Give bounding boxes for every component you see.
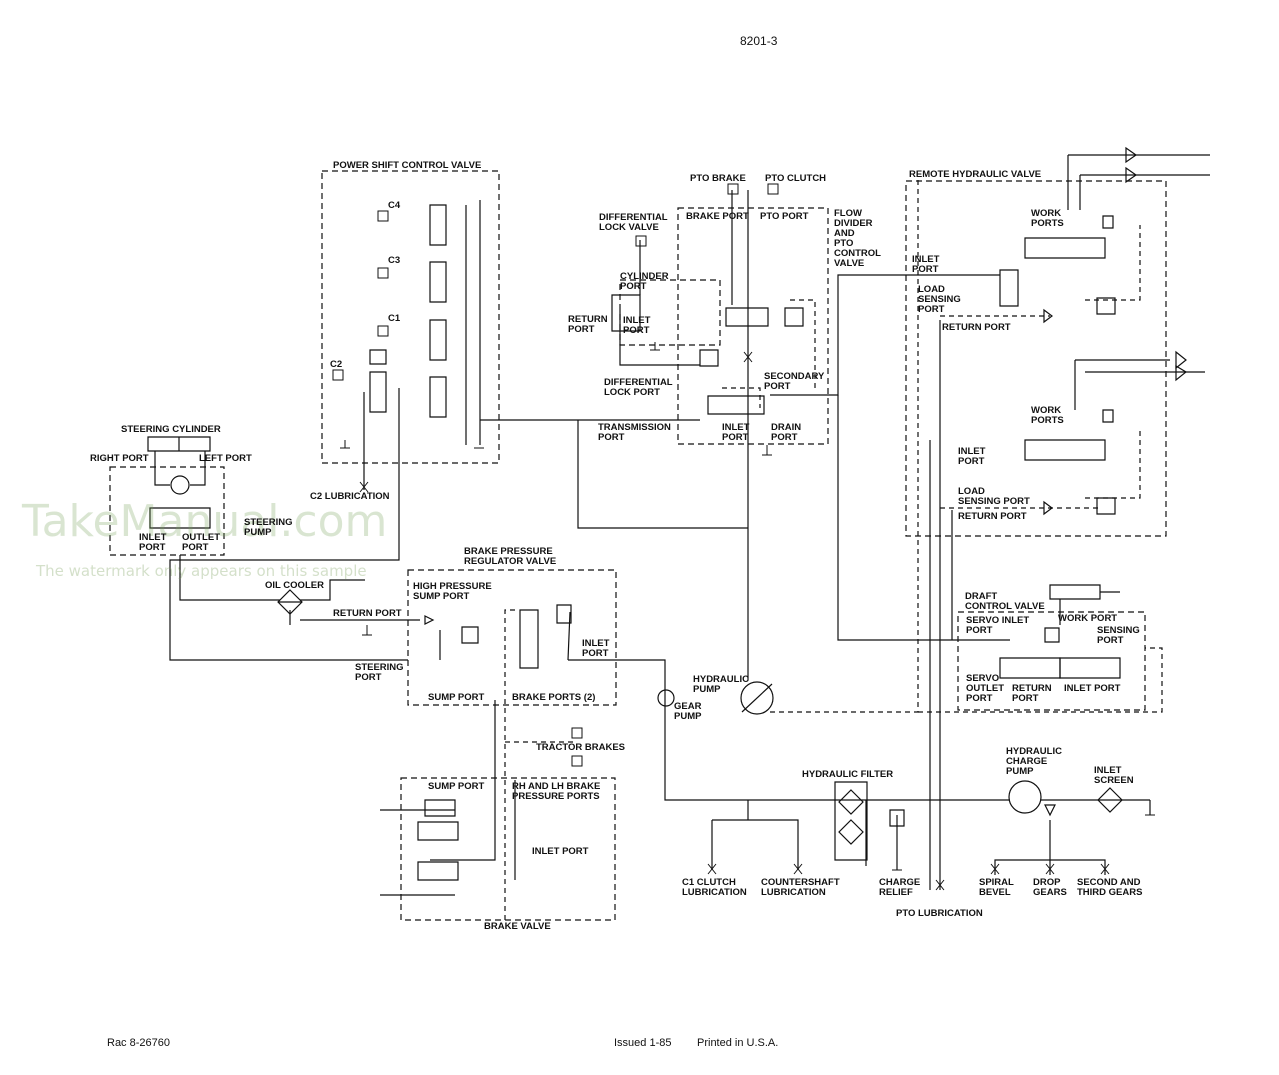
label-sump-port-bp: SUMP PORT <box>428 692 485 703</box>
label-c1-clutch-lubrication: C1 CLUTCH LUBRICATION <box>682 877 747 898</box>
label-oil-cooler: OIL COOLER <box>265 580 324 591</box>
label-steering-port: STEERING PORT <box>355 662 404 683</box>
tank-symbols <box>340 342 1155 870</box>
label-tractor-brakes: TRACTOR BRAKES <box>536 742 626 753</box>
label-differential-lock-valve: DIFFERENTIAL LOCK VALVE <box>599 212 668 233</box>
label-work-ports-1: WORK PORTS <box>1031 208 1064 229</box>
oil-cooler <box>278 590 302 614</box>
inlet-screen <box>1098 788 1122 812</box>
label-secondary-port: SECONDARY PORT <box>764 371 825 392</box>
label-steering-pump: STEERING PUMP <box>244 517 293 538</box>
label-sump-port-bv: SUMP PORT <box>428 781 485 792</box>
pumps <box>658 682 1041 813</box>
label-load-sensing-port-2: LOAD SENSING PORT <box>958 486 1030 507</box>
label-brake-port: BRAKE PORT <box>686 211 749 222</box>
doc-number: 8201-3 <box>740 34 778 48</box>
footer-printed: Printed in U.S.A. <box>697 1037 779 1049</box>
gear-pump <box>658 690 674 706</box>
main-lines <box>170 155 1210 895</box>
label-pto-brake: PTO BRAKE <box>690 173 746 184</box>
label-drain-port: DRAIN PORT <box>771 422 802 443</box>
differential-lock-box <box>620 280 720 345</box>
label-flow-divider: FLOW DIVIDER AND PTO CONTROL VALVE <box>834 208 881 269</box>
gauges <box>333 184 778 766</box>
label-inlet-port-dl: INLET PORT <box>623 315 651 336</box>
label-inlet-screen: INLET SCREEN <box>1094 765 1134 786</box>
label-c4: C4 <box>388 200 401 211</box>
label-brake-ports-2: BRAKE PORTS (2) <box>512 692 596 703</box>
label-rh-lh-brake: RH AND LH BRAKE PRESSURE PORTS <box>512 781 601 802</box>
label-remote-hydraulic-valve: REMOTE HYDRAULIC VALVE <box>909 169 1042 180</box>
label-second-third-gears: SECOND AND THIRD GEARS <box>1077 877 1143 898</box>
label-gear-pump: GEAR PUMP <box>674 701 702 722</box>
label-right-port: RIGHT PORT <box>90 453 149 464</box>
label-inlet-port-fd: INLET PORT <box>722 422 750 443</box>
check-valves <box>425 148 1186 815</box>
watermark-note: The watermark only appears on this sampl… <box>36 562 367 580</box>
lubrication-orifices <box>360 352 1109 890</box>
label-inlet-port-rh2: INLET PORT <box>958 446 986 467</box>
label-inlet-port-steer: INLET PORT <box>139 532 167 553</box>
label-c3: C3 <box>388 255 401 266</box>
label-drop-gears: DROP GEARS <box>1033 877 1067 898</box>
label-return-port-dc: RETURN PORT <box>1012 683 1052 704</box>
label-power-shift-control-valve: POWER SHIFT CONTROL VALVE <box>333 160 482 171</box>
filters <box>278 590 1122 860</box>
label-draft-control-valve: DRAFT CONTROL VALVE <box>965 591 1045 612</box>
label-c1: C1 <box>388 313 401 324</box>
hydraulic-filter <box>835 782 867 860</box>
steering-cylinder <box>148 437 210 494</box>
label-hydraulic-charge-pump: HYDRAULIC CHARGE PUMP <box>1006 746 1062 777</box>
label-outlet-port-steer: OUTLET PORT <box>182 532 220 553</box>
label-inlet-port-rh1: INLET PORT <box>912 254 940 275</box>
label-pto-clutch: PTO CLUTCH <box>765 173 827 184</box>
label-return-port-rh1: RETURN PORT <box>942 322 1011 333</box>
valve-stacks <box>150 205 1120 880</box>
label-work-ports-2: WORK PORTS <box>1031 405 1064 426</box>
label-return-port-dl: RETURN PORT <box>568 314 608 335</box>
label-brake-pressure-regulator-valve: BRAKE PRESSURE REGULATOR VALVE <box>464 546 557 567</box>
label-transmission-port: TRANSMISSION PORT <box>598 422 671 443</box>
charge-pump <box>1009 781 1041 813</box>
footer-issued: Issued 1-85 <box>614 1037 672 1049</box>
label-return-port-rh2: RETURN PORT <box>958 511 1027 522</box>
label-inlet-port-dc: INLET PORT <box>1064 683 1121 694</box>
label-high-pressure-sump-port: HIGH PRESSURE SUMP PORT <box>413 581 492 602</box>
label-countershaft-lubrication: COUNTERSHAFT LUBRICATION <box>761 877 840 898</box>
label-return-port-bp: RETURN PORT <box>333 608 402 619</box>
label-differential-lock-port: DIFFERENTIAL LOCK PORT <box>604 377 673 398</box>
footer-left: Rac 8-26760 <box>107 1037 170 1049</box>
label-hydraulic-filter: HYDRAULIC FILTER <box>802 769 894 780</box>
label-servo-outlet-port: SERVO OUTLET PORT <box>966 673 1004 704</box>
label-pto-lubrication: PTO LUBRICATION <box>896 908 983 919</box>
label-spiral-bevel: SPIRAL BEVEL <box>979 877 1014 898</box>
pilot-lines <box>505 180 1162 920</box>
hydraulic-pump <box>741 682 773 714</box>
label-steering-cylinder: STEERING CYLINDER <box>121 424 221 435</box>
label-sensing-port: SENSING PORT <box>1097 625 1140 646</box>
label-c2-lubrication: C2 LUBRICATION <box>310 491 390 502</box>
power-shift-valve-box <box>322 171 499 463</box>
brake-valve-box <box>401 778 615 920</box>
steering-pump-box <box>110 467 224 555</box>
draft-control-box <box>958 612 1145 710</box>
label-charge-relief: CHARGE RELIEF <box>879 877 921 898</box>
label-inlet-port-bp: INLET PORT <box>582 638 610 659</box>
remote-hydraulic-valve-box <box>906 181 1166 536</box>
label-inlet-port-bv: INLET PORT <box>532 846 589 857</box>
label-brake-valve: BRAKE VALVE <box>484 921 551 932</box>
enclosures <box>110 171 1166 920</box>
brake-regulator-box <box>408 570 616 705</box>
label-cylinder-port: CYLINDER PORT <box>620 271 669 292</box>
label-c2: C2 <box>330 359 343 370</box>
label-work-port-dc: WORK PORT <box>1058 613 1118 624</box>
label-pto-port: PTO PORT <box>760 211 809 222</box>
label-load-sensing-port-1: LOAD SENSING PORT <box>918 284 961 315</box>
label-left-port: LEFT PORT <box>199 453 252 464</box>
label-servo-inlet-port: SERVO INLET PORT <box>966 615 1030 636</box>
flow-divider-box <box>678 208 828 444</box>
label-hydraulic-pump: HYDRAULIC PUMP <box>693 674 749 695</box>
watermark-title: TakeManual.com <box>22 496 388 547</box>
